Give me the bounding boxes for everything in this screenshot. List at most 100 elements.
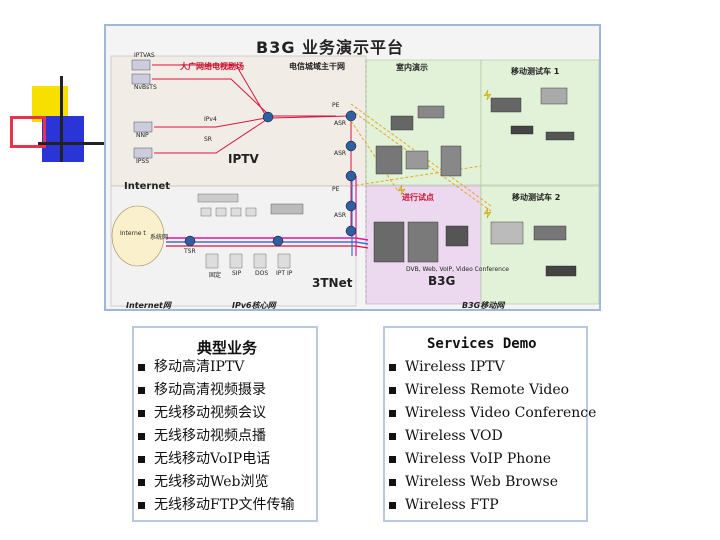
decor-vertical-line [60, 76, 63, 162]
label-cable-net: 大广网络电视剧场 [180, 62, 244, 71]
diagram-title: B3G 业务演示平台 [256, 38, 405, 57]
label-internet-net: Internet网 [126, 301, 171, 310]
monitor-icon [390, 115, 414, 131]
label-nvbs: NvBsTS [134, 84, 157, 91]
bullet-icon [138, 410, 145, 417]
list-item-text: Wireless VOD [405, 428, 503, 444]
list-item-text: Wireless VoIP Phone [405, 451, 552, 467]
list-item: 无线移动Web浏览 [138, 471, 294, 494]
list-item: Wireless VOD [389, 425, 596, 448]
list-item: Wireless FTP [389, 494, 596, 517]
services-demo-heading: Services Demo [427, 336, 537, 352]
bullet-icon [138, 479, 145, 486]
label-video-conf: DVB, Web, VoIP, Video Conference [406, 266, 509, 273]
list-item-text: 无线移动Web浏览 [154, 474, 269, 490]
list-item: Wireless Web Browse [389, 471, 596, 494]
list-item: Wireless IPTV [389, 356, 596, 379]
router-icon [272, 235, 284, 247]
list-item: 无线移动FTP文件传输 [138, 494, 294, 517]
router-icon [345, 140, 357, 152]
label-phone-tag: 固定 [209, 272, 222, 279]
list-item-text: Wireless IPTV [405, 359, 505, 375]
typical-services-panel [132, 326, 318, 522]
bullet-icon [389, 433, 396, 440]
list-item: 移动高清视频摄录 [138, 379, 294, 402]
router-icon [345, 170, 357, 182]
list-item-text: 无线移动FTP文件传输 [154, 497, 295, 513]
label-b3g-mobile: B3G移动网 [462, 301, 505, 310]
label-b3g: B3G [428, 274, 456, 288]
vehicle-icon [490, 221, 524, 245]
bullet-icon [389, 456, 396, 463]
typical-services-list: 移动高清IPTV 移动高清视频摄录 无线移动视频会议 无线移动视频点播 无线移动… [138, 356, 294, 517]
label-asr-c: ASR [334, 150, 347, 157]
label-iptv: IPTV [228, 152, 259, 166]
label-vehicle-2: 移动测试车 2 [512, 193, 561, 202]
bullet-icon [389, 410, 396, 417]
list-item-text: 移动高清IPTV [154, 359, 245, 375]
diagram-graphics [110, 55, 599, 307]
bullet-icon [138, 364, 145, 371]
label-pe-b: PE [332, 186, 340, 193]
list-item-text: 无线移动视频点播 [154, 428, 266, 444]
wireless-icon [483, 207, 492, 219]
label-indoor-demo: 室内演示 [396, 63, 428, 72]
label-3tnet: 3TNet [312, 276, 353, 290]
label-asr-b: ASR [334, 120, 347, 127]
services-demo-list: Wireless IPTV Wireless Remote Video Wire… [389, 356, 596, 517]
list-item: Wireless Video Conference [389, 402, 596, 425]
label-iptvas: IPTVAS [134, 52, 155, 59]
services-demo-panel [383, 326, 588, 522]
server-rack-icon [375, 145, 403, 175]
label-tsr: TSR [184, 248, 196, 255]
list-item: 无线移动VoIP电话 [138, 448, 294, 471]
bullet-icon [389, 364, 396, 371]
list-item-text: Wireless Web Browse [405, 474, 558, 490]
label-ipss: IPSS [136, 158, 150, 165]
region-vehicle-1 [480, 59, 599, 186]
router-icon [345, 110, 357, 122]
bullet-icon [389, 387, 396, 394]
decor-horizontal-line [38, 142, 108, 145]
label-phone-tag: DOS [255, 270, 269, 277]
label-internet: Internet [124, 181, 171, 192]
list-item-text: 移动高清视频摄录 [154, 382, 266, 398]
list-item: 移动高清IPTV [138, 356, 294, 379]
bullet-icon [138, 433, 145, 440]
label-vehicle-1: 移动测试车 1 [511, 67, 560, 76]
list-item-text: Wireless FTP [405, 497, 499, 513]
router-icon [262, 111, 274, 123]
list-item-text: Wireless Video Conference [405, 405, 597, 421]
list-item-text: 无线移动视频会议 [154, 405, 266, 421]
label-asr: ASR [334, 212, 347, 219]
bullet-icon [138, 502, 145, 509]
typical-services-heading: 典型业务 [197, 339, 258, 357]
bullet-icon [389, 502, 396, 509]
router-icon [345, 225, 357, 237]
label-phone-tag: IPT IP [276, 270, 293, 277]
label-telecom: 电信城域主干网 [289, 62, 345, 71]
wireless-icon [397, 184, 406, 196]
server-rack-icon [373, 221, 405, 263]
router-icon [184, 235, 196, 247]
region-vehicle-2 [480, 185, 599, 305]
decor-blue-square [42, 116, 84, 162]
list-item: Wireless VoIP Phone [389, 448, 596, 471]
label-ipv6-core: IPv6核心网 [232, 301, 276, 310]
region-iptv [110, 55, 367, 187]
vehicle-icon [540, 87, 568, 105]
network-diagram: B3G 业务演示平台 大广网络电视剧场 电信城域主干网 室内演示 移动测试车 1… [104, 24, 601, 311]
label-ipv4: IPv4 [204, 116, 217, 123]
label-cloud-tag: 系统网 [150, 234, 169, 241]
wireless-icon [483, 89, 492, 101]
bullet-icon [138, 387, 145, 394]
list-item: Wireless Remote Video [389, 379, 596, 402]
label-field-test: 进行试点 [402, 193, 434, 202]
label-phone-tag: SIP [232, 270, 242, 277]
bullet-icon [389, 479, 396, 486]
router-icon [345, 200, 357, 212]
internet-cloud [111, 205, 165, 267]
label-internet-cloud: Interne t [120, 230, 146, 237]
list-item: 无线移动视频会议 [138, 402, 294, 425]
decor-red-frame [10, 116, 46, 148]
